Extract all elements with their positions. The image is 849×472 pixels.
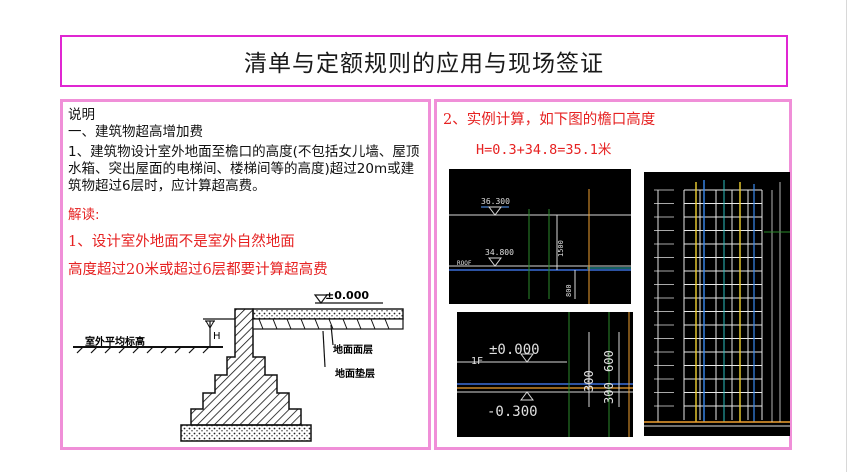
level-zero-label: ±0.000 xyxy=(325,289,369,302)
title-box: 清单与定额规则的应用与现场签证 xyxy=(60,35,788,87)
cad-ground-detail: ±0.000 -0.300 1F 300 600 300 xyxy=(457,312,633,437)
cad-dim-600: 600 xyxy=(602,350,616,372)
cad-roof-label: ROOF xyxy=(457,260,472,267)
page-edge-line xyxy=(846,0,847,472)
example-heading: 2、实例计算，如下图的檐口高度 xyxy=(443,112,656,128)
floor-base-label: 地面垫层 xyxy=(335,367,375,380)
cad-building-elevation xyxy=(644,172,790,436)
right-panel: 2、实例计算，如下图的檐口高度 H=0.3+34.8=35.1米 36.300 … xyxy=(434,99,792,450)
cad-minus-elev: -0.300 xyxy=(487,404,538,420)
cad-elev-1: 36.300 xyxy=(481,197,510,206)
outdoor-level-label: 室外平均标高 xyxy=(85,335,145,348)
cad-dim-300a: 300 xyxy=(582,370,596,392)
rule-paragraph: 1、建筑物设计室外地面至檐口的高度(不包括女儿墙、屋顶水箱、突出屋面的电梯间、楼… xyxy=(68,144,420,194)
foundation-section-diagram: H ±0.000 地面面层 地面垫层 室外平均标高 xyxy=(73,289,404,442)
cad-eave-detail: 36.300 34.800 ROOF 1500 800 xyxy=(449,169,631,304)
floor-surface-label: 地面面层 xyxy=(333,343,373,356)
interpret-label: 解读: xyxy=(68,207,100,223)
interpret-point-1: 1、设计室外地面不是室外自然地面 xyxy=(68,234,295,250)
left-panel: 说明 一、建筑物超高增加费 1、建筑物设计室外地面至檐口的高度(不包括女儿墙、屋… xyxy=(60,99,431,450)
cad-zero-elev: ±0.000 xyxy=(489,342,540,358)
dim-h-label: H xyxy=(213,331,221,342)
slide-title: 清单与定额规则的应用与现场签证 xyxy=(244,51,604,77)
cad-dim-2: 800 xyxy=(565,284,573,297)
cad-elev-2: 34.800 xyxy=(485,248,514,257)
height-formula: H=0.3+34.8=35.1米 xyxy=(476,142,612,158)
explanation-heading: 说明 xyxy=(68,107,95,123)
cad-dim-1: 1500 xyxy=(557,240,565,257)
section-heading: 一、建筑物超高增加费 xyxy=(68,124,203,140)
interpret-point-2: 高度超过20米或超过6层都要计算超高费 xyxy=(68,262,328,278)
cad-dim-300b: 300 xyxy=(602,382,616,404)
cad-floor-label: 1F xyxy=(471,356,483,367)
